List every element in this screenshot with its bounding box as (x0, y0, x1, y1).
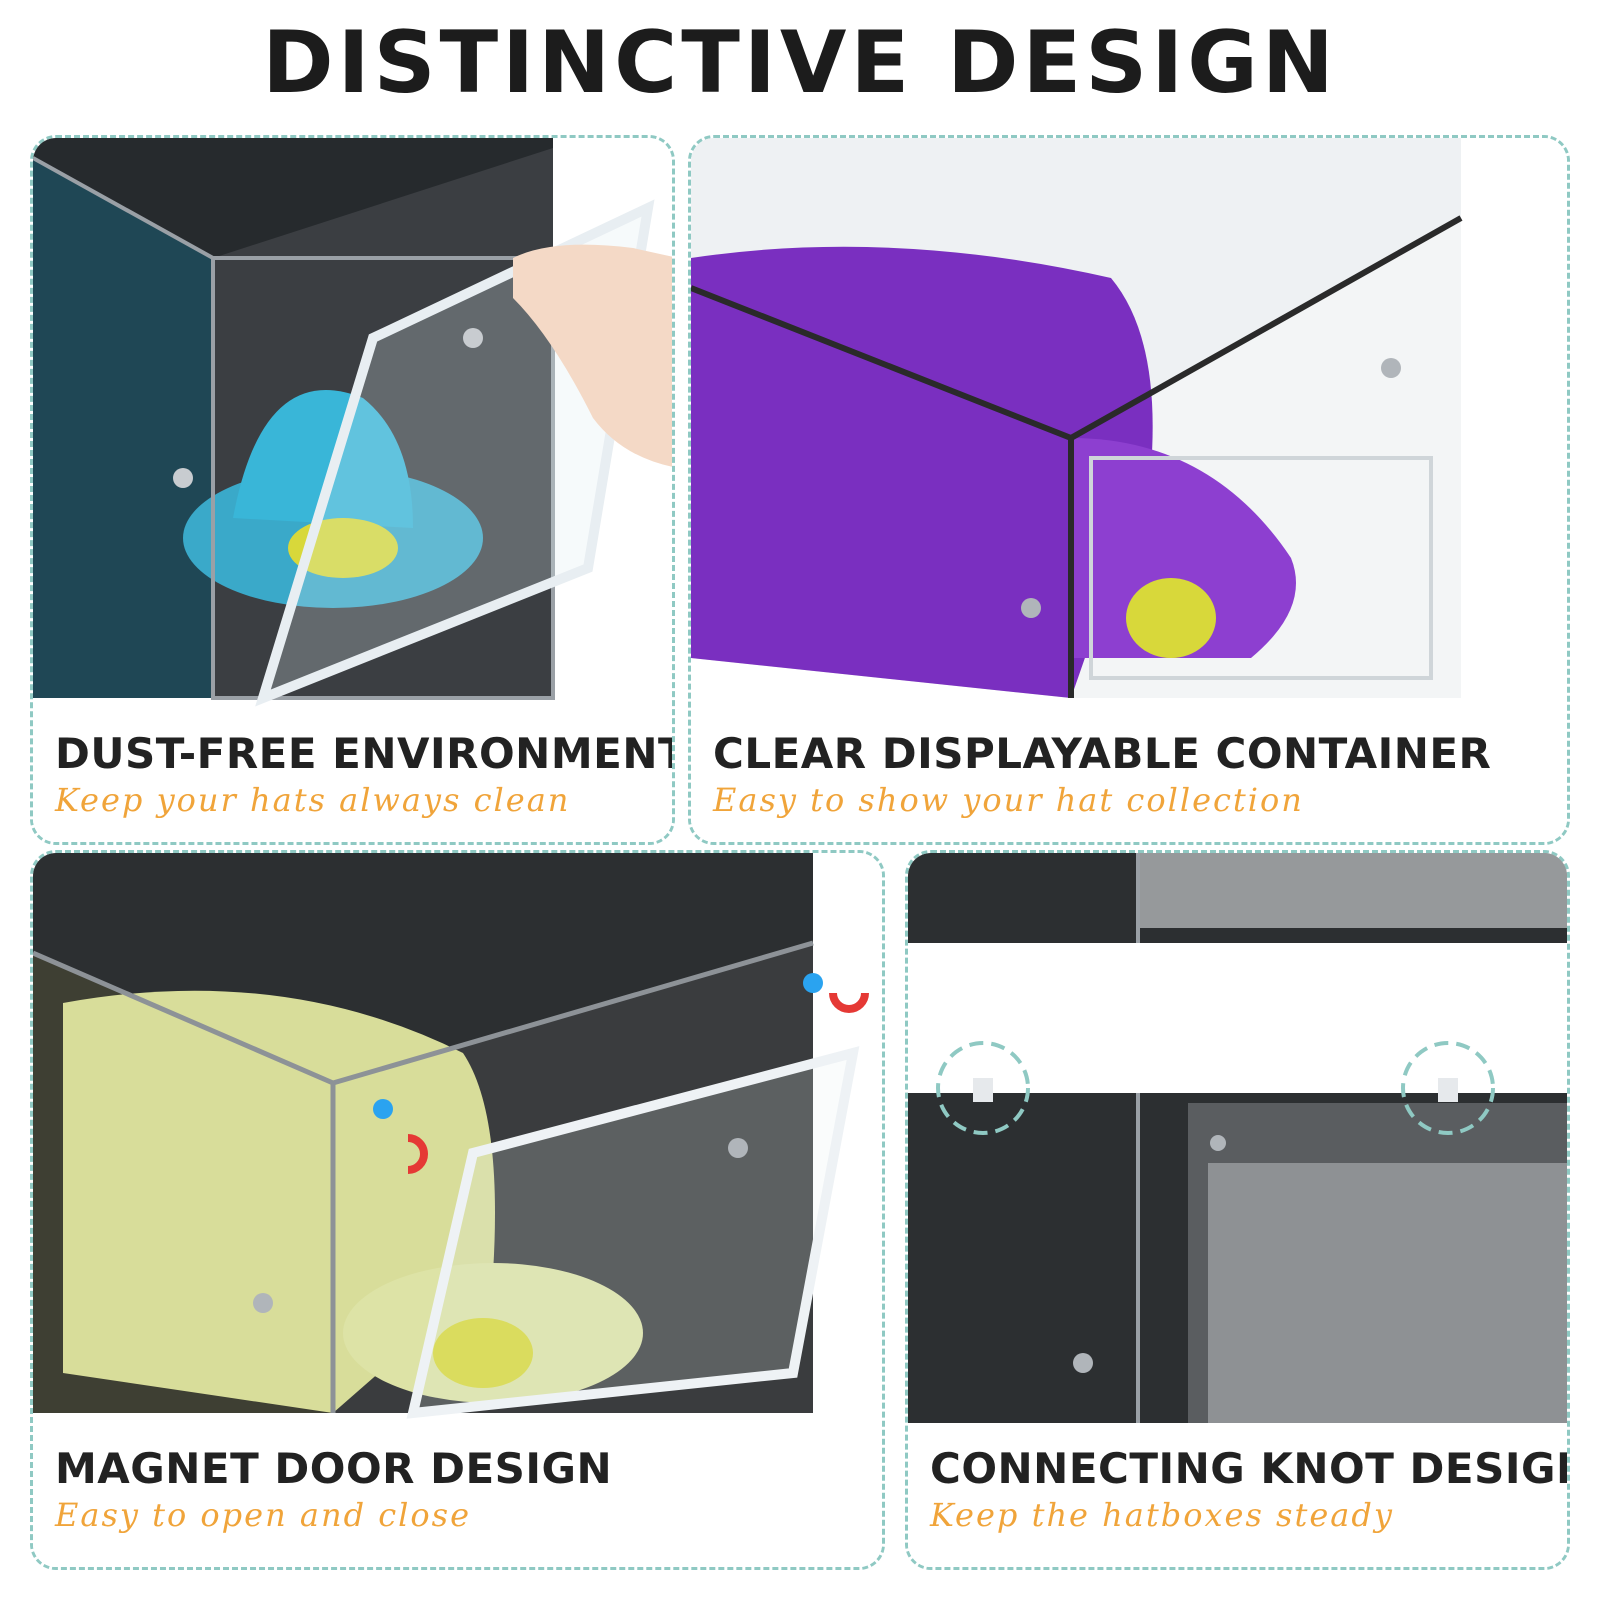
hand-icon (513, 244, 672, 467)
panel-clear-container: CLEAR DISPLAYABLE CONTAINER Easy to show… (688, 135, 1570, 845)
caption: CLEAR DISPLAYABLE CONTAINER Easy to show… (691, 712, 1567, 842)
caption: CONNECTING KNOT DESIGN Keep the hatboxes… (908, 1427, 1567, 1567)
knot-callout-icon (1401, 1041, 1495, 1135)
panel-connecting-knot: CONNECTING KNOT DESIGN Keep the hatboxes… (905, 850, 1570, 1570)
hatbox-open-door-image (33, 138, 672, 842)
panel-magnet-door: MAGNET DOOR DESIGN Easy to open and clos… (30, 850, 885, 1570)
feature-subtitle: Easy to open and close (55, 1496, 471, 1534)
purple-cap-icon (691, 246, 1153, 698)
feature-heading: CLEAR DISPLAYABLE CONTAINER (713, 729, 1492, 778)
magnet-icon (373, 1099, 393, 1119)
feature-subtitle: Easy to show your hat collection (713, 781, 1304, 819)
magnet-icon (803, 973, 823, 993)
feature-heading: MAGNET DOOR DESIGN (55, 1444, 613, 1493)
feature-subtitle: Keep your hats always clean (55, 781, 571, 819)
knot-callout-icon (936, 1041, 1030, 1135)
page-title: DISTINCTIVE DESIGN (262, 13, 1338, 113)
feature-heading: DUST-FREE ENVIRONMENT (55, 729, 675, 778)
feature-subtitle: Keep the hatboxes steady (930, 1496, 1394, 1534)
caption: MAGNET DOOR DESIGN Easy to open and clos… (33, 1427, 882, 1567)
feature-heading: CONNECTING KNOT DESIGN (930, 1444, 1570, 1493)
panel-dust-free: DUST-FREE ENVIRONMENT Keep your hats alw… (30, 135, 675, 845)
caption: DUST-FREE ENVIRONMENT Keep your hats alw… (33, 712, 672, 842)
